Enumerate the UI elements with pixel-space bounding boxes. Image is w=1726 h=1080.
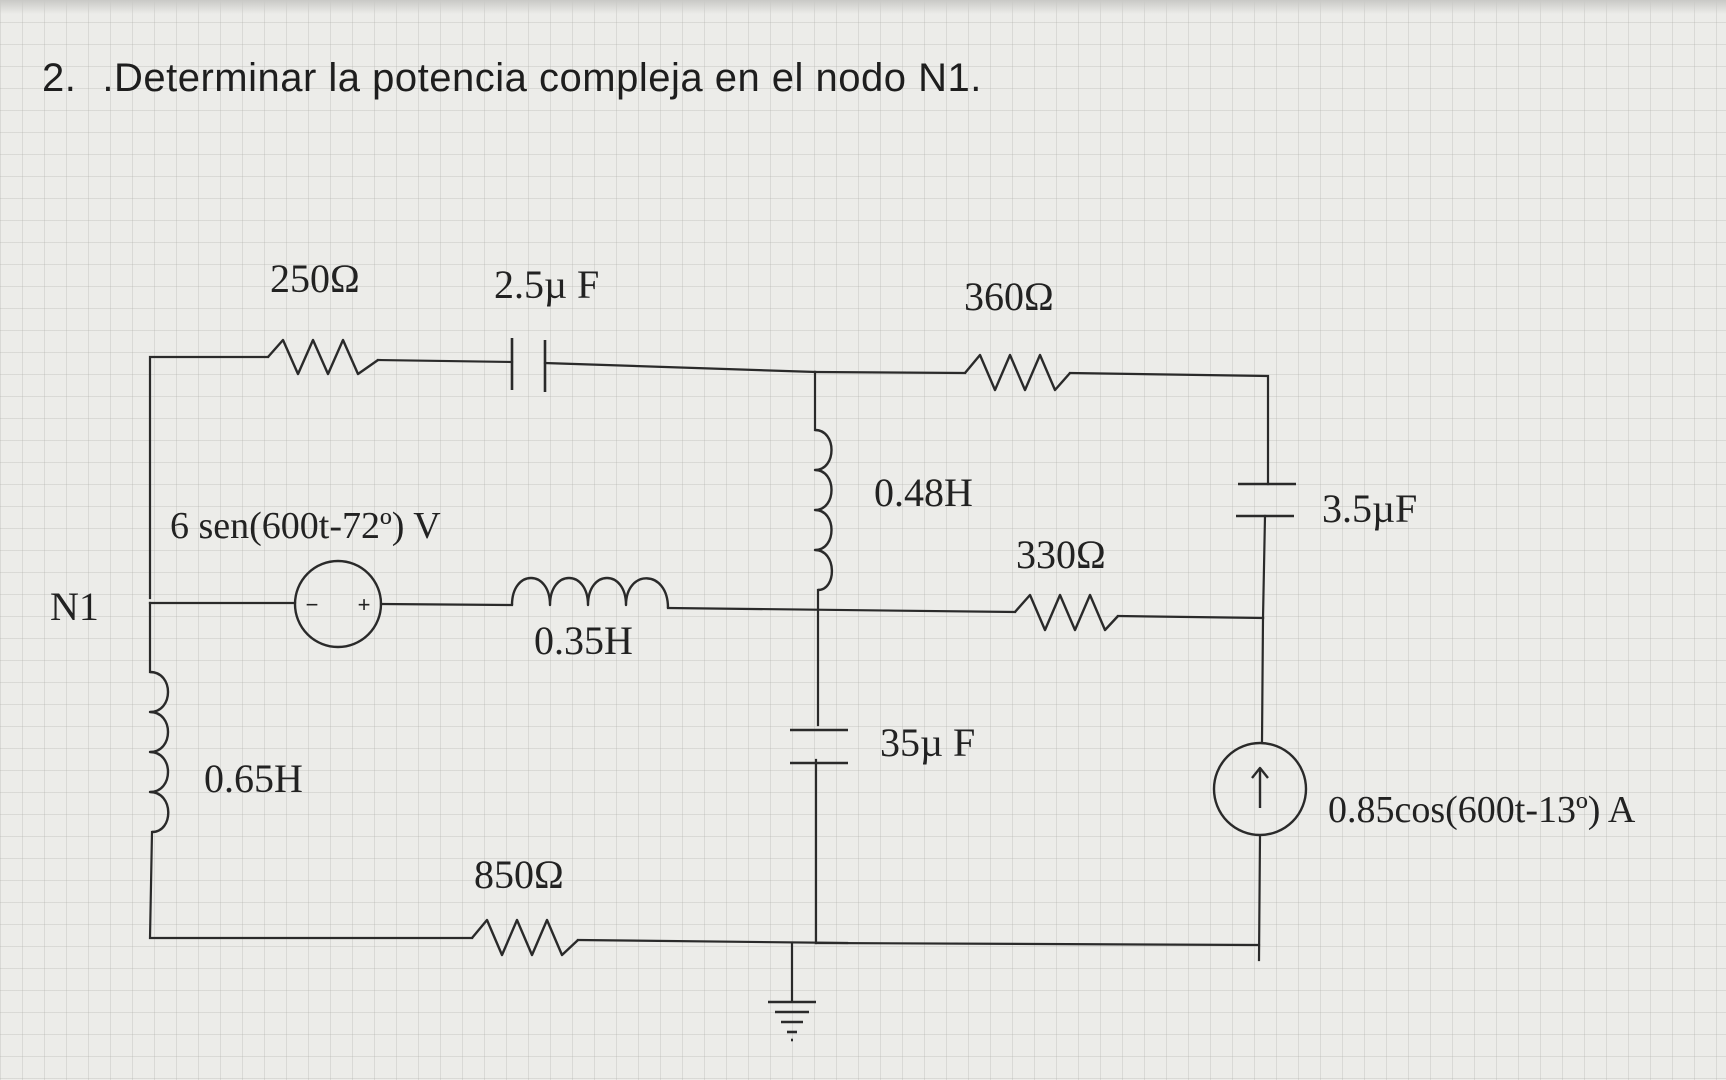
label-l065: 0.65H (204, 756, 303, 801)
resistor-850-icon (471, 918, 579, 957)
question-text: 2. .Determinar la potencia compleja en el… (42, 56, 982, 101)
wires (148, 355, 1270, 1002)
wire-isource-to-bottom (1257, 834, 1262, 962)
wire-c25-to-node (543, 361, 817, 374)
wire-r330-to-node (1116, 614, 1265, 620)
label-c3-5: 3.5µF (1322, 486, 1417, 531)
wire-bottom-right (814, 941, 1261, 947)
label-c35: 35µ F (880, 720, 975, 765)
voltage-source-icon: − + (293, 559, 383, 649)
node-label-n1: N1 (50, 584, 99, 629)
wire-l065-to-r850 (148, 830, 474, 940)
capacitor-2-5uF-icon (510, 338, 547, 392)
label-r330: 330Ω (1016, 532, 1106, 577)
top-shadow (0, 0, 1726, 14)
inductor-0-65H-icon (148, 670, 170, 834)
label-r250: 250Ω (270, 256, 360, 301)
wire-left-top (148, 355, 270, 600)
minus-sign: − (306, 592, 319, 617)
label-l048: 0.48H (874, 470, 973, 515)
inductor-0-35H-icon (510, 577, 670, 609)
wire-r850-to-ground (576, 938, 849, 945)
question-number: 2. (42, 56, 77, 100)
label-c2-5: 2.5µ F (494, 262, 599, 307)
wire-c35-to-node (1261, 514, 1267, 620)
wire-l035-to-r330 (666, 606, 1017, 614)
label-l035: 0.35H (534, 618, 633, 663)
current-source-icon (1212, 741, 1308, 837)
wire-vsource-to-l035 (379, 602, 514, 607)
ground-icon (768, 1000, 816, 1042)
inductor-0-48H-icon (813, 428, 834, 592)
wire-r360-to-c35 (1068, 371, 1270, 486)
capacitor-35uF-icon (790, 728, 848, 765)
wire-node-to-r360 (813, 370, 967, 375)
capacitor-3-5uF-icon (1236, 482, 1296, 518)
question-statement: .Determinar la potencia compleja en el n… (102, 56, 982, 100)
label-r850: 850Ω (474, 852, 564, 897)
label-r360: 360Ω (964, 274, 1054, 319)
resistor-360-icon (964, 353, 1071, 392)
resistor-330-icon (1014, 593, 1119, 632)
resistor-250-icon (267, 338, 379, 376)
wire-r250-to-c25 (376, 358, 514, 364)
label-voltage-source: 6 sen(600t-72º) V (170, 505, 441, 547)
label-current-source: 0.85cos(600t-13º) A (1328, 789, 1636, 831)
wire-node-to-isource (1260, 616, 1265, 744)
plus-sign: + (358, 592, 371, 617)
